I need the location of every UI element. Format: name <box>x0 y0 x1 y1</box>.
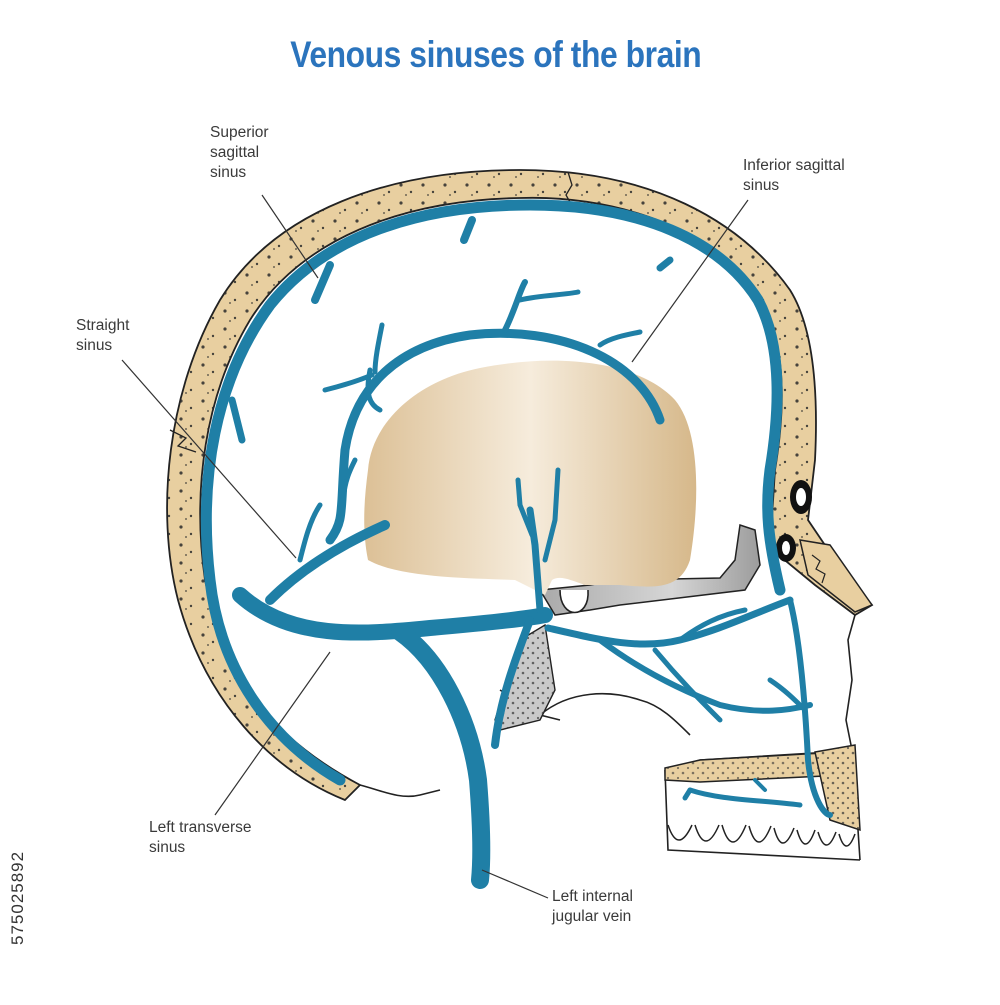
label-straight-sinus: Straight sinus <box>76 317 130 354</box>
leader-straight-sinus <box>121 359 297 559</box>
nasal-bone <box>799 539 874 613</box>
teeth <box>667 824 856 847</box>
skull-face <box>359 614 861 861</box>
venous-network <box>200 199 833 889</box>
sphenoid-bone <box>494 524 761 731</box>
leader-superior-sagittal <box>261 194 319 279</box>
diagram-title: Venous sinuses of the brain <box>290 34 702 75</box>
leader-lines <box>121 194 749 899</box>
label-left-transverse-sinus: Left transverse sinus <box>149 819 252 856</box>
falx-cerebri <box>364 360 697 595</box>
label-superior-sagittal-sinus: Superior sagittal sinus <box>210 124 269 181</box>
label-left-internal-jugular-vein: Left internal jugular vein <box>552 888 633 925</box>
label-inferior-sagittal-sinus: Inferior sagittal sinus <box>743 157 845 194</box>
hard-palate <box>664 744 861 832</box>
leader-inferior-sagittal <box>631 199 749 363</box>
stock-id: 575025892 <box>8 850 27 945</box>
leader-jugular-vein <box>481 869 549 899</box>
leader-transverse-sinus <box>214 651 331 816</box>
